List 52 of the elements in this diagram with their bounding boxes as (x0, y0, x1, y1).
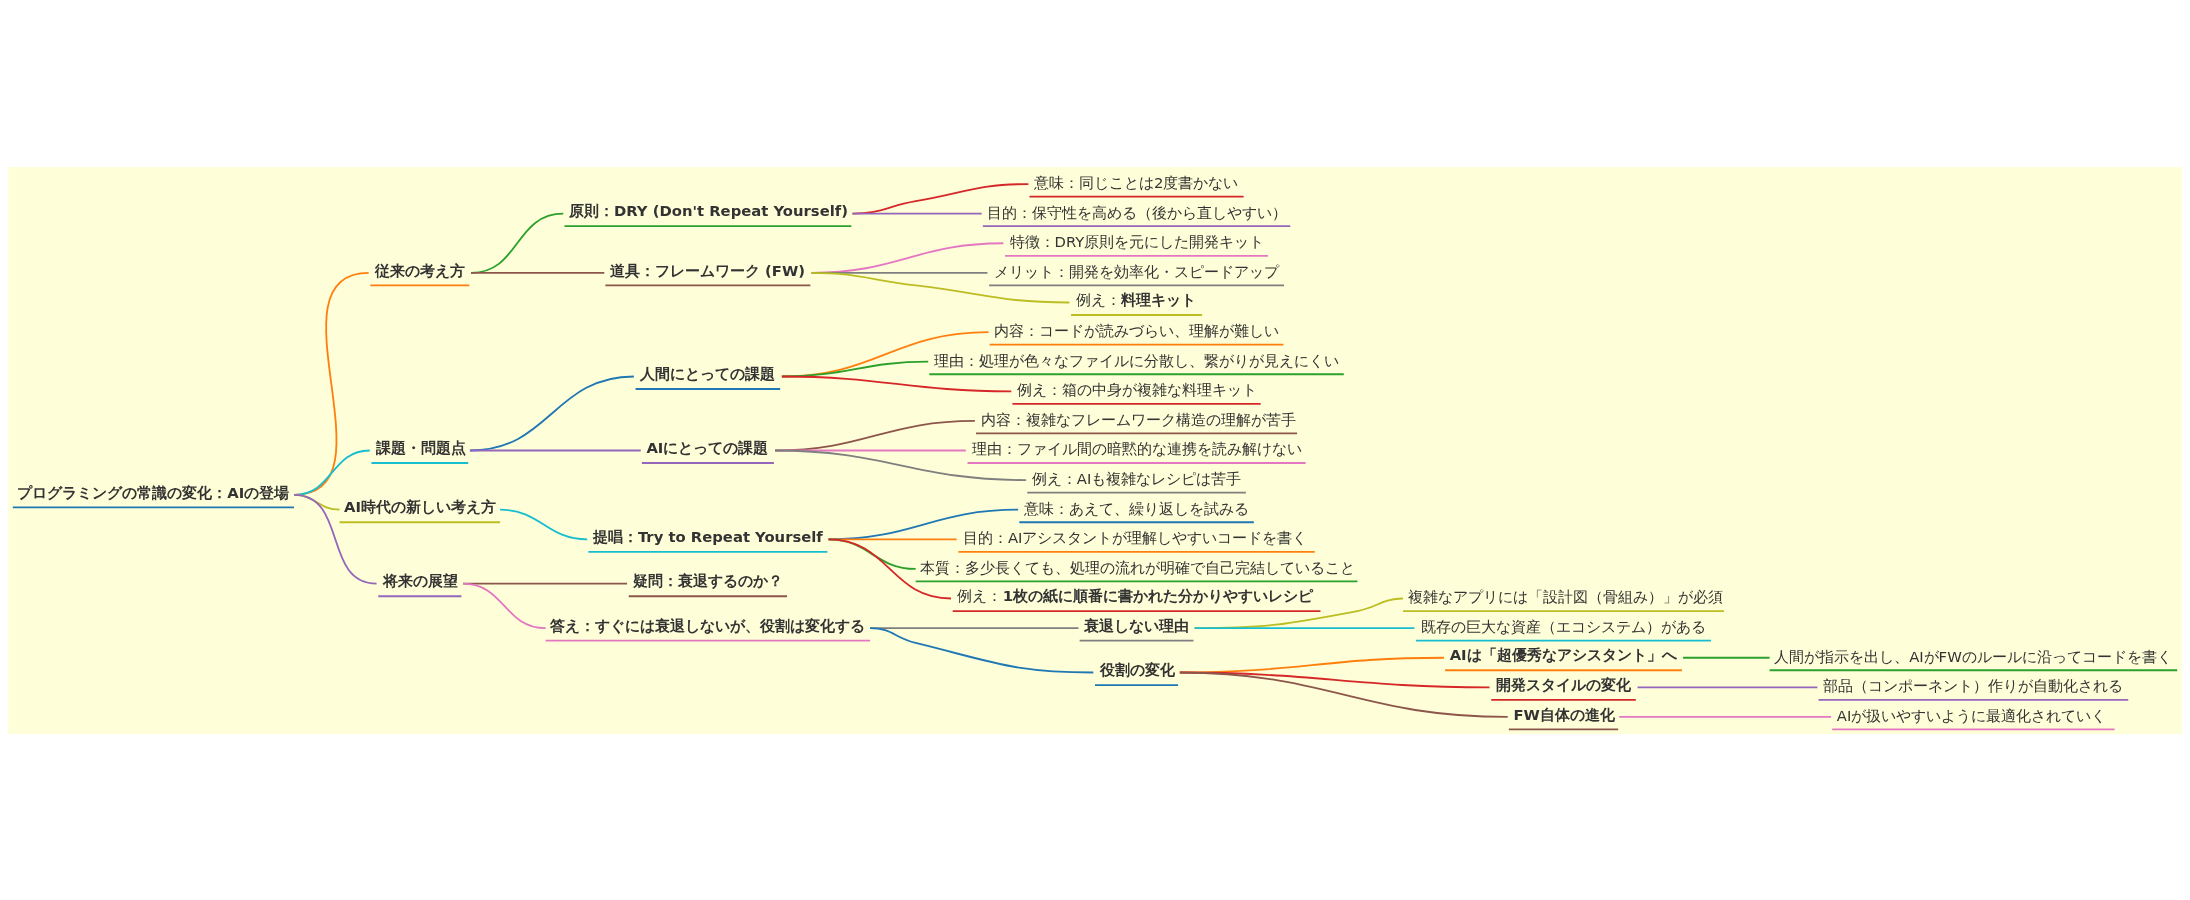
node-text: 特徴：DRY原則を元にした開発キット (1009, 232, 1265, 250)
connector (469, 375, 635, 451)
node-text: 従来の考え方 (374, 261, 465, 279)
node-text: AIが扱いやすいように最適化されていく (1836, 706, 2107, 724)
node-text: 提唱：Try to Repeat Yourself (592, 527, 823, 545)
connector (499, 508, 589, 540)
connector (781, 375, 1013, 392)
node-text: AIは「超優秀なアシスタント」へ (1449, 645, 1677, 663)
node-text: 人間が指示を出し、AIがFWのルールに沿ってコードを書く (1774, 647, 2172, 665)
node-text: AI時代の新しい考え方 (344, 497, 497, 515)
node-text: AIにとっての課題 (646, 438, 769, 456)
node-text: 原則：DRY (Don't Repeat Yourself) (568, 201, 848, 219)
node-text: 内容：複雑なフレームワーク構造の理解が苦手 (980, 410, 1296, 428)
connector (1636, 685, 1819, 688)
node-text: プログラミングの常識の変化：AIの登場 (17, 483, 290, 501)
node-text: 内容：コードが読みづらい、理解が難しい (994, 321, 1280, 339)
node-text: 意味：あえて、繰り返しを試みる (1023, 499, 1249, 517)
connector (1682, 656, 1771, 659)
node-text: 理由：処理が色々なファイルに分散し、繋がりが見えにくい (933, 351, 1339, 369)
connector (469, 449, 642, 451)
connector (462, 582, 547, 629)
node-text: 目的：保守性を高める（後から直しやすい） (987, 203, 1288, 221)
node-text: 例え：1枚の紙に順番に書かれた分かりやすいレシピ (957, 586, 1314, 604)
node-text: 本質：多少長くても、処理の流れが明確で自己完結していること (920, 558, 1356, 576)
node-text: 将来の展望 (382, 571, 458, 589)
connector (470, 271, 606, 274)
connector (1618, 715, 1832, 718)
connector (1178, 671, 1509, 718)
node-text: 課題・問題点 (376, 438, 466, 456)
node-text: 衰退しない理由 (1084, 616, 1190, 634)
node-text: 例え：料理キット (1075, 290, 1197, 308)
node-text: 人間にとっての課題 (640, 364, 776, 382)
node-text: 疑問：衰退するのか？ (633, 571, 784, 589)
connector (1193, 626, 1416, 629)
node-text: 答え：すぐには衰退しないが、役割は変化する (550, 616, 866, 634)
connector (851, 182, 1030, 215)
connector (810, 271, 1071, 303)
connector (851, 212, 983, 215)
node-text: 例え：AIも複雑なレシピは苦手 (1031, 469, 1242, 487)
node-text: 道具：フレームワーク (FW) (609, 261, 806, 279)
node-text: 例え：箱の中身が複雑な料理キット (1017, 380, 1258, 398)
node-text: 理由：ファイル間の暗黙的な連携を読み解けない (972, 439, 1303, 457)
node-text: 複雑なアプリには「設計図（骨組み）」が必須 (1407, 587, 1723, 605)
node-text: 目的：AIアシスタントが理解しやすいコードを書く (962, 528, 1308, 546)
node-text: 既存の巨大な資産（エコシステム）がある (1420, 617, 1706, 635)
node-text: 部品（コンポーネント）作りが自動化される (1823, 676, 2124, 694)
node-text: FW自体の進化 (1513, 705, 1615, 723)
connector (869, 626, 1095, 673)
node-text: メリット：開発を効率化・スピードアップ (993, 262, 1279, 280)
node-text: 役割の変化 (1099, 660, 1175, 678)
node-text: 開発スタイルの変化 (1495, 675, 1631, 693)
node-text: 意味：同じことは2度書かない (1034, 173, 1239, 191)
